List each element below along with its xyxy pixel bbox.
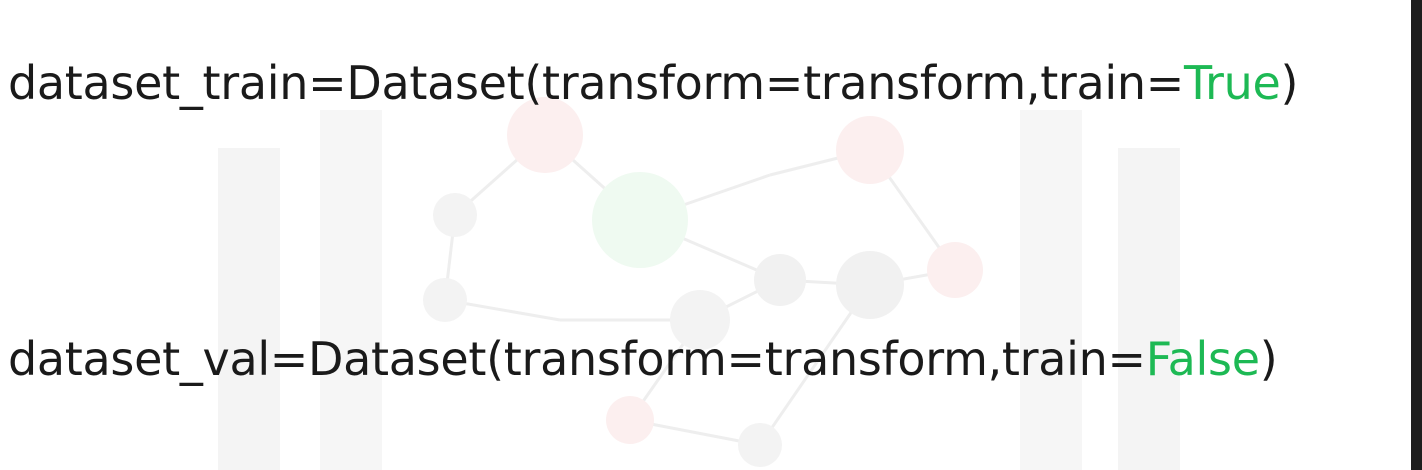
keyword-false: False xyxy=(1145,332,1260,386)
code-line-train-suffix: ) xyxy=(1280,56,1299,110)
right-edge-border xyxy=(1411,0,1422,470)
code-line-train-prefix: dataset_train=Dataset(transform=transfor… xyxy=(8,56,1185,110)
code-line-train: dataset_train=Dataset(transform=transfor… xyxy=(8,60,1298,106)
keyword-true: True xyxy=(1184,56,1281,110)
code-line-val-suffix: ) xyxy=(1259,332,1278,386)
code-line-val-prefix: dataset_val=Dataset(transform=transform,… xyxy=(8,332,1146,386)
code-line-val: dataset_val=Dataset(transform=transform,… xyxy=(8,336,1278,382)
